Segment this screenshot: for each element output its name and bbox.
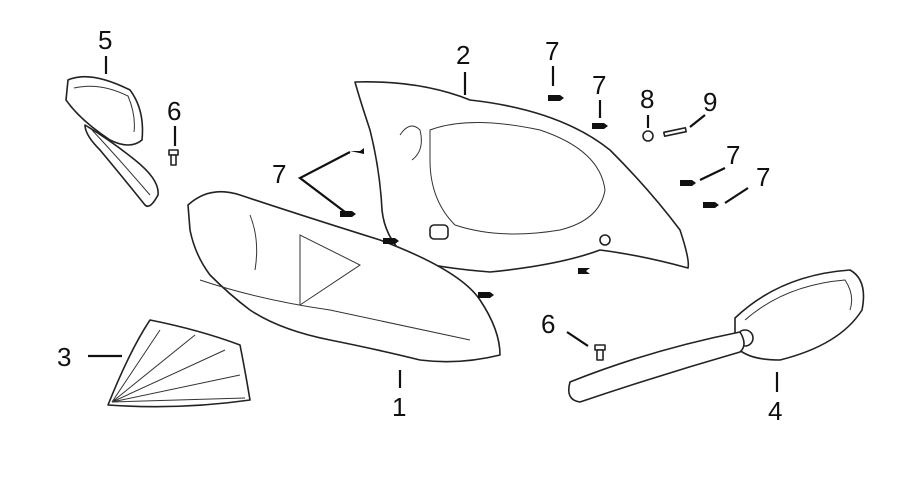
callout-7-right-a: 7 (726, 140, 740, 170)
part-7-clips (340, 95, 719, 298)
part-5-left-mirror (65, 75, 159, 208)
callout-8: 8 (640, 84, 654, 114)
part-3-emblem (107, 319, 251, 408)
part-6-bolt-left (168, 149, 179, 166)
callout-7-top: 7 (545, 36, 559, 66)
callout-6-left: 6 (167, 96, 181, 126)
callout-7-left: 7 (272, 159, 286, 189)
part-8-nut (642, 130, 654, 142)
part-2-inner-cover (354, 81, 690, 273)
callout-numbers: 5 6 2 7 7 8 9 7 7 7 3 1 6 4 (57, 25, 782, 426)
leader-lines (88, 56, 779, 392)
callout-2: 2 (456, 40, 470, 70)
callout-7-upper: 7 (592, 70, 606, 100)
part-6-bolt-right (594, 344, 606, 361)
callout-6-right: 6 (541, 309, 555, 339)
callout-3: 3 (57, 342, 71, 372)
callout-1: 1 (392, 392, 406, 422)
callout-7-right-b: 7 (756, 162, 770, 192)
part-4-right-mirror (567, 269, 865, 403)
part-1-front-cover (187, 190, 501, 363)
callout-5: 5 (98, 25, 112, 55)
part-9-screw (663, 126, 687, 138)
callout-9: 9 (703, 87, 717, 117)
callout-4: 4 (768, 396, 782, 426)
